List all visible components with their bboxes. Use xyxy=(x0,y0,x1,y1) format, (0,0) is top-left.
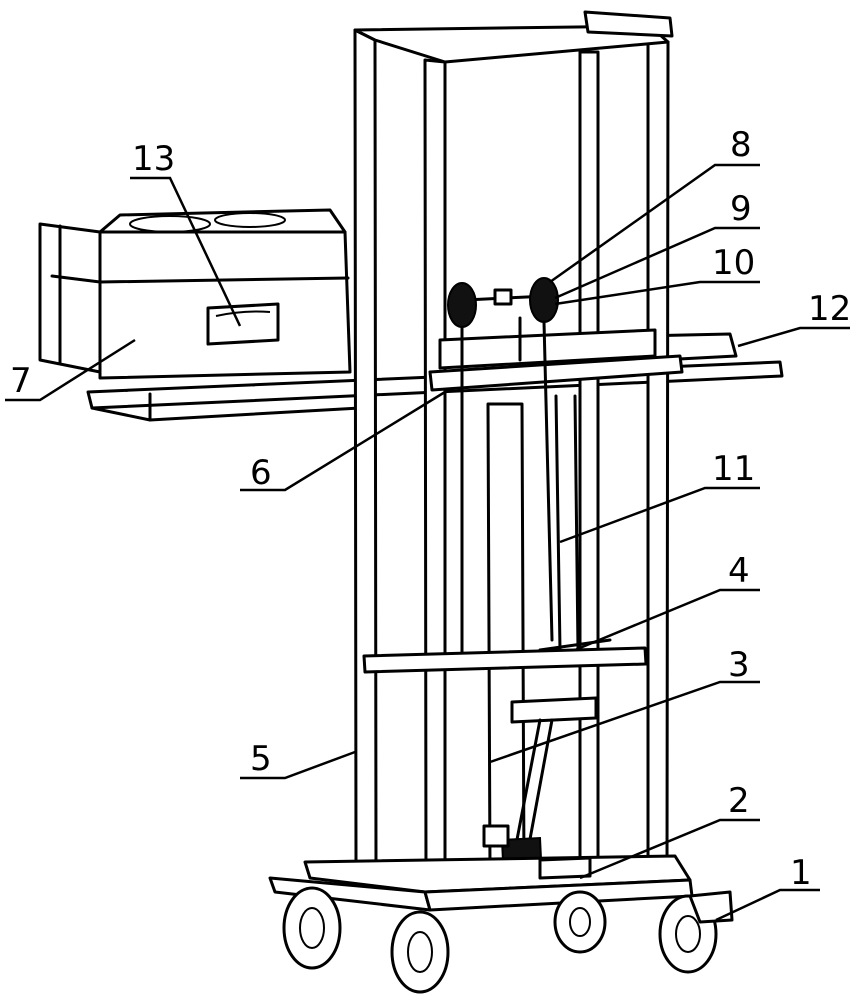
carriage xyxy=(428,328,684,392)
box xyxy=(38,208,352,380)
base xyxy=(268,854,694,912)
label-8: 8 xyxy=(730,125,752,165)
label-10: 10 xyxy=(712,243,755,283)
wheel xyxy=(390,910,450,994)
callouts: 1 2 3 4 5 6 7 8 9 10 11 12 13 xyxy=(5,125,851,922)
label-11: 11 xyxy=(712,449,755,489)
wheels xyxy=(282,886,734,994)
label-4: 4 xyxy=(728,551,750,591)
wheel xyxy=(282,886,342,970)
wheel xyxy=(553,890,607,954)
label-13: 13 xyxy=(132,139,175,179)
label-9: 9 xyxy=(730,189,752,229)
box-handle xyxy=(206,302,280,346)
label-1: 1 xyxy=(790,853,812,893)
pulley-assembly xyxy=(447,277,559,662)
label-12: 12 xyxy=(808,289,851,329)
label-5: 5 xyxy=(250,739,272,779)
hydraulic-cylinder xyxy=(486,394,580,874)
label-3: 3 xyxy=(728,645,750,685)
label-6: 6 xyxy=(250,453,272,493)
label-7: 7 xyxy=(10,361,32,401)
label-2: 2 xyxy=(728,781,750,821)
